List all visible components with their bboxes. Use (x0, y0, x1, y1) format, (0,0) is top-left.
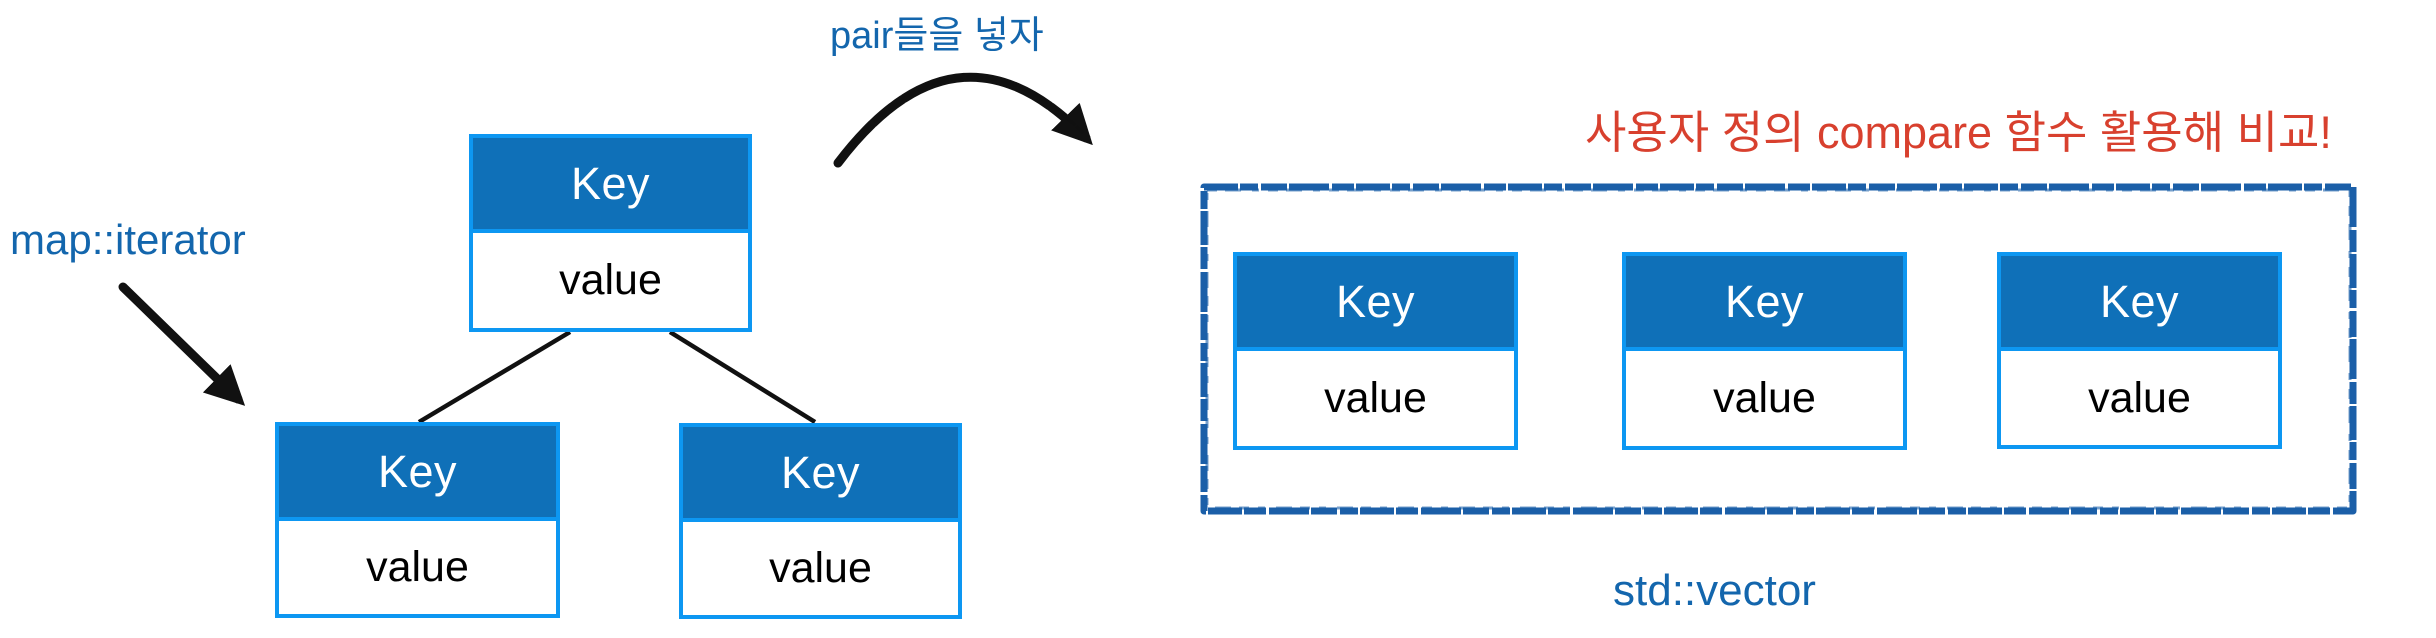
tree-root-key-cell: Key (473, 138, 748, 233)
vector-item-2-value-cell: value (2001, 351, 2278, 445)
curved-insert-arrow-texture (838, 75, 1084, 160)
vector-item-1-key-cell: Key (1626, 256, 1903, 351)
map-iterator-arrow (118, 282, 246, 406)
tree-root-node: Key value (469, 134, 752, 332)
tree-edge-left (417, 330, 572, 424)
tree-right-child-node: Key value (679, 423, 962, 619)
vector-item-2-key-cell: Key (2001, 256, 2278, 351)
vector-item-0-value-cell: value (1237, 351, 1514, 446)
tree-edge-right (668, 330, 817, 424)
std-vector-caption: std::vector (1613, 566, 1816, 615)
vector-item-1: Key value (1622, 252, 1907, 450)
vector-item-2: Key value (1997, 252, 2282, 449)
tree-left-child-value-cell: value (279, 521, 556, 614)
tree-root-value-cell: value (473, 233, 748, 328)
tree-left-child-key-cell: Key (279, 426, 556, 521)
vector-item-0-key-cell: Key (1237, 256, 1514, 351)
vector-item-0: Key value (1233, 252, 1518, 450)
pair-insert-annotation: pair들을 넣자 (830, 15, 1044, 57)
tree-right-child-value-cell: value (683, 522, 958, 615)
compare-annotation: 사용자 정의 compare 함수 활용해 비교! (1585, 107, 2332, 158)
map-iterator-annotation: map::iterator (10, 216, 246, 263)
tree-left-child-node: Key value (275, 422, 560, 618)
vector-container-border (1200, 183, 2357, 515)
vector-item-1-value-cell: value (1626, 351, 1903, 446)
vector-container-border-texture (1205, 188, 2352, 510)
tree-right-child-key-cell: Key (683, 427, 958, 522)
